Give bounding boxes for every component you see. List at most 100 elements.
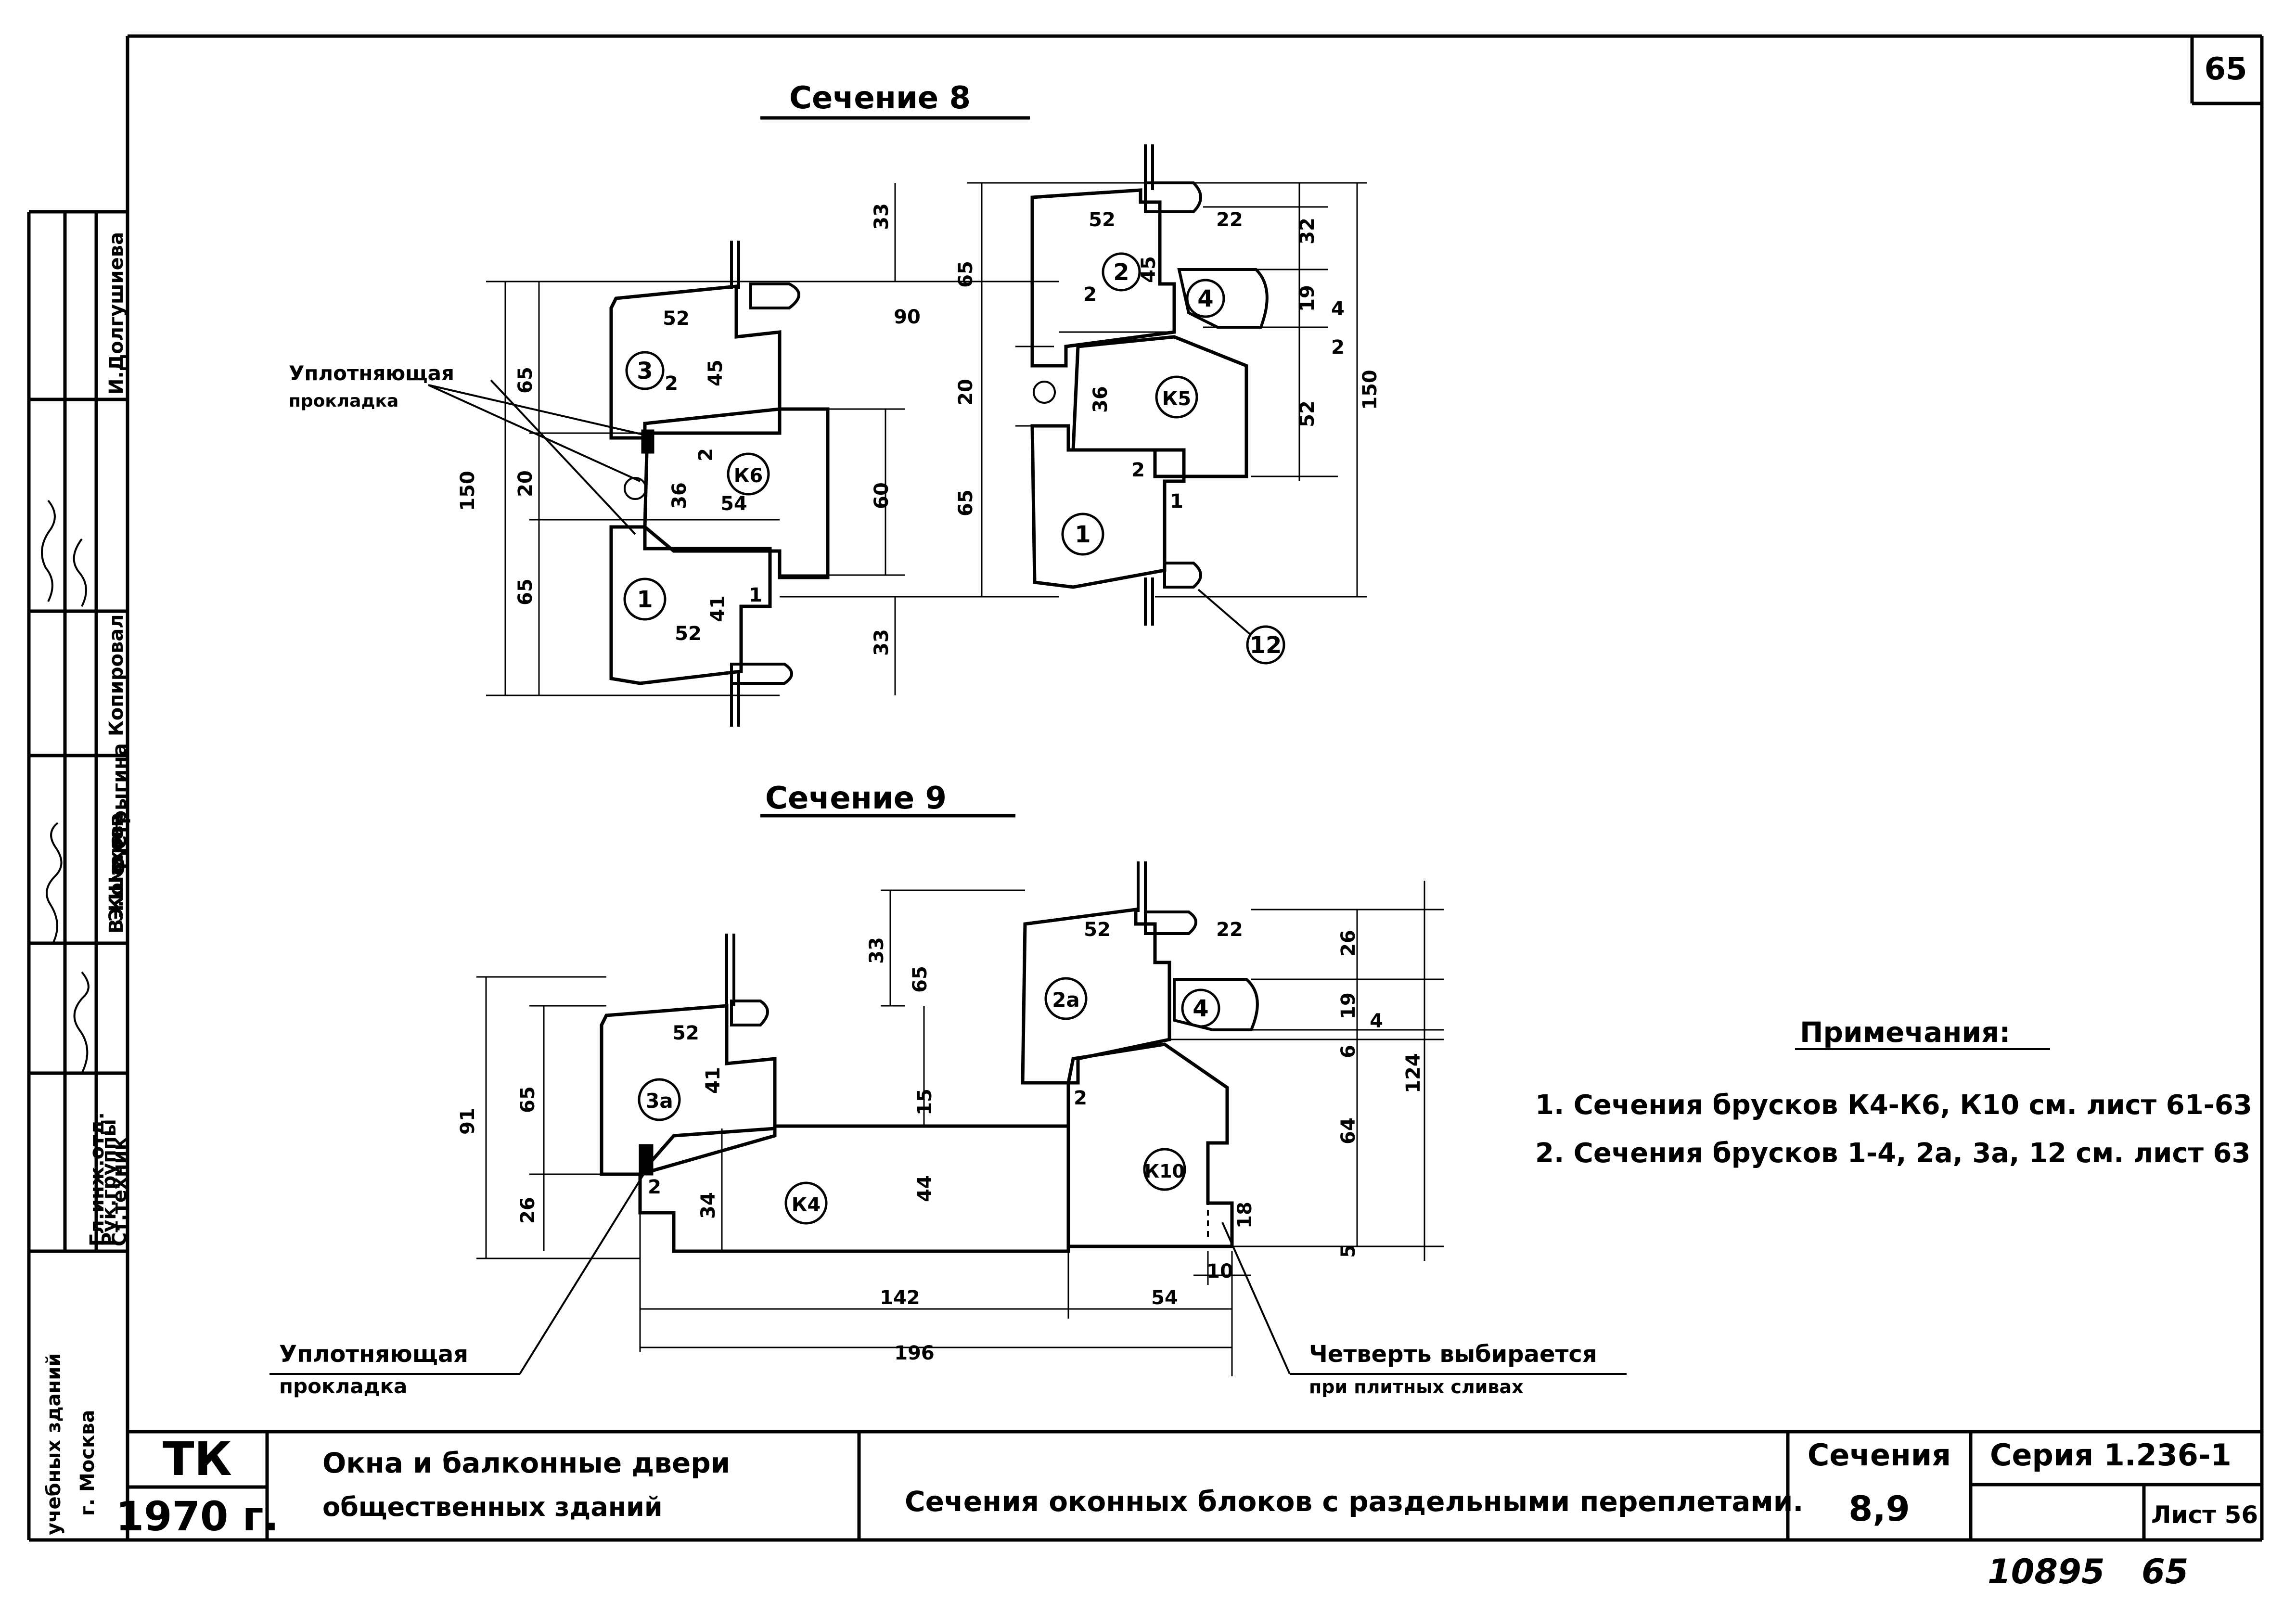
s9-seal-label-2: прокладка [279,1374,407,1398]
bar-label-2: 2 [1113,259,1129,286]
signatures [41,500,90,1074]
svg-text:52: 52 [663,308,690,330]
svg-text:52: 52 [1089,209,1116,231]
svg-text:2: 2 [1074,1087,1087,1109]
archive-page: 65 [2142,1552,2188,1591]
section9-title: Сечение 9 [765,781,947,816]
svg-text:33: 33 [871,629,893,656]
svg-text:41: 41 [702,1067,724,1094]
section8-dims: 65 20 65 150 52 45 2 36 54 2 41 52 1 60 … [457,203,1381,656]
section-label: Сечения [1808,1437,1951,1473]
svg-text:2: 2 [1331,336,1345,359]
bar-label-12: 12 [1250,632,1282,659]
svg-text:196: 196 [894,1342,935,1364]
svg-text:19: 19 [1296,285,1319,312]
bar-label-k6: К6 [734,465,763,487]
svg-text:2: 2 [665,372,678,395]
stamp-role-2: Рук.группы [98,1119,120,1246]
project-title-1: Окна и балконные двери [322,1447,730,1479]
svg-text:26: 26 [1337,930,1360,957]
svg-text:15: 15 [914,1089,936,1116]
svg-text:44: 44 [914,1175,936,1202]
bar-2-outline [1030,188,1176,368]
page-number: 65 [2204,51,2247,87]
stamp-name-1: В.Комаров [105,815,128,934]
svg-text:2: 2 [695,448,717,462]
svg-text:142: 142 [880,1287,920,1309]
callout-3a-circle [638,1078,681,1121]
callout-2-circle [1102,252,1141,292]
bar-label-3: 3 [637,358,653,385]
callout-k10-circle [1143,1148,1186,1191]
svg-text:5: 5 [1337,1244,1360,1258]
note-1: 1. Сечения брусков К4-К6, К10 см. лист 6… [1535,1090,2252,1121]
stamp-name-2: Э.Шахова [105,812,128,922]
section8-drawing [428,116,1367,727]
org-code: ТК [163,1432,232,1486]
s9-quarter-note-2: при плитных сливах [1309,1376,1524,1398]
svg-text:4: 4 [1331,298,1345,320]
svg-text:36: 36 [668,482,691,509]
callout-4-circle [1186,279,1225,318]
section-numbers: 8,9 [1848,1488,1910,1529]
svg-text:1: 1 [749,584,762,606]
svg-text:65: 65 [514,367,537,394]
svg-text:4: 4 [1370,1010,1383,1032]
stamp-name-3: Ф.Стрыгина [109,743,131,876]
bar-3-outline [609,284,782,440]
svg-text:41: 41 [707,595,729,622]
year: 1970 г. [116,1493,279,1540]
svg-text:52: 52 [1084,919,1111,941]
svg-text:20: 20 [955,379,977,406]
s9-quarter-note-1: Четверть выбирается [1309,1341,1597,1368]
bar-label-k4: К4 [792,1194,821,1216]
callout-2a-circle [1044,977,1088,1020]
callout-k5-circle [1155,375,1198,419]
stamp-role-6: г. Москва [77,1410,99,1516]
svg-text:45: 45 [1138,256,1160,283]
bar-label-k5: К5 [1162,388,1192,410]
svg-text:18: 18 [1234,1202,1256,1229]
svg-text:150: 150 [457,471,479,511]
svg-text:6: 6 [1337,1045,1360,1058]
section9-drawing [269,814,2050,1376]
svg-text:54: 54 [1151,1287,1178,1309]
bar-label-4: 4 [1197,285,1213,312]
section8-title: Сечение 8 [789,80,971,116]
callout-4b-circle [1181,988,1220,1028]
callout-k6-circle [727,452,770,496]
note-2: 2. Сечения брусков 1-4, 2а, 3а, 12 см. л… [1535,1138,2250,1169]
svg-text:52: 52 [1296,400,1319,427]
svg-text:64: 64 [1337,1117,1360,1144]
s8-seal-label-1: Уплотняющая [289,361,454,385]
svg-text:20: 20 [514,470,537,497]
bar-label-3a: 3а [645,1089,673,1113]
svg-text:33: 33 [871,203,893,230]
svg-text:124: 124 [1402,1053,1424,1093]
svg-text:34: 34 [697,1192,719,1219]
series: Серия 1.236-1 [1990,1437,2232,1473]
stamp-role-1: Гл.инж.отд. [86,1112,108,1246]
s9-seal-label-1: Уплотняющая [279,1341,468,1368]
callout-12-circle [1246,625,1285,665]
svg-text:26: 26 [517,1197,539,1224]
callout-k4-circle [784,1181,828,1225]
svg-text:2: 2 [648,1176,661,1198]
stamp-name-4: И.Долгушиева [105,232,128,395]
svg-text:32: 32 [1296,218,1319,244]
svg-text:65: 65 [517,1086,539,1113]
svg-text:60: 60 [871,482,893,509]
archive-number: 10895 [1988,1552,2105,1591]
svg-text:2: 2 [1083,283,1097,306]
stamp-role-4: Копировал [105,614,128,736]
svg-text:2: 2 [1131,459,1145,481]
bar-label-k10: К10 [1144,1161,1185,1182]
project-title-2: общественных зданий [322,1492,663,1522]
bar-k10-outline [1066,1042,1234,1248]
bar-k4-outline [638,1124,1070,1253]
bar-4b-outline [1173,978,1259,1031]
svg-text:65: 65 [909,966,931,993]
svg-text:22: 22 [1216,919,1243,941]
svg-text:45: 45 [705,359,727,386]
